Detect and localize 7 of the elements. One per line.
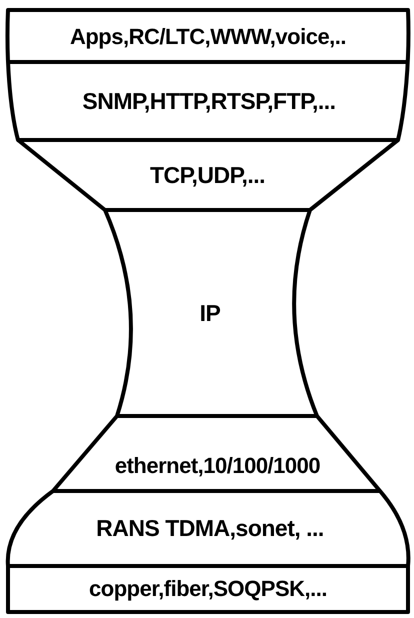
layer-label: IP <box>200 302 220 324</box>
layer-label: ethernet,10/100/1000 <box>114 454 320 476</box>
layer-label: copper,fiber,SOQPSK,... <box>89 578 327 600</box>
layer-label: Apps,RC/LTC,WWW,voice,.. <box>70 26 346 48</box>
layer-label: SNMP,HTTP,RTSP,FTP,... <box>82 90 336 112</box>
layer-label: TCP,UDP,... <box>150 164 266 186</box>
layer-label: RANS TDMA,sonet, ... <box>96 517 324 540</box>
